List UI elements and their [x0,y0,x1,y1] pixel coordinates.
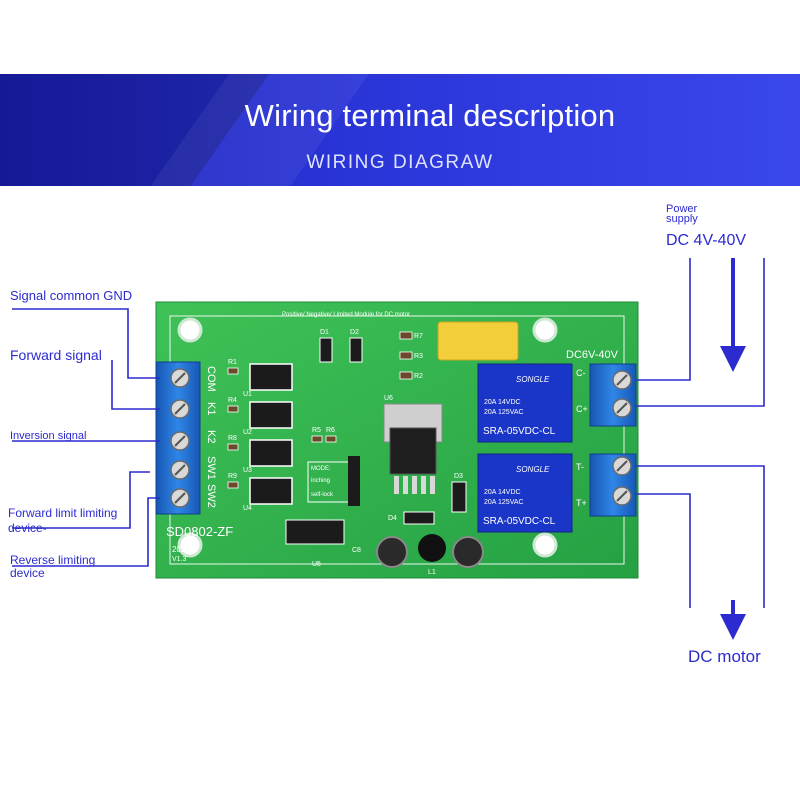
board-version: V1.3 [172,556,187,563]
mode-option-inching: inching [311,478,330,484]
label-d4: D4 [388,515,397,522]
label-l1: L1 [428,569,436,576]
arrow-down-icon [720,346,746,372]
label-power-2: supply [666,213,698,225]
label-power-1: Power [666,203,698,215]
terminal-label-c-plus: C+ [576,404,588,414]
relay-rating-1: 20A 14VDC [484,399,521,406]
page-subtitle: WIRING DIAGRAW [306,152,494,173]
relay-model: SRA-05VDC-CL [483,516,556,527]
left-terminal-block [155,361,201,515]
screw-slot [616,374,628,386]
label-r3: R3 [414,353,423,360]
relay-brand: SONGLE [516,465,550,474]
label-d1: D1 [320,329,329,336]
label-d2: D2 [350,329,359,336]
power-motor-wires [636,258,765,608]
mounting-hole [532,532,558,558]
screw-slot [174,403,186,415]
label-u2: U2 [243,429,252,436]
screw-slot [174,372,186,384]
relay-upper [477,363,573,443]
board-model: SD0802-ZF [166,524,233,539]
header-banner [0,74,800,186]
mode-label: MODE: [311,466,331,472]
screw-slot [174,464,186,476]
diode-d2 [349,337,363,363]
label-reverse-limit-2: device [10,566,45,580]
signal-wires [12,308,160,567]
label-u4: U4 [243,505,252,512]
label-r6: R6 [326,427,335,434]
board-top-text: Positive/ Negative/ Limited Module for D… [282,312,410,318]
terminal-label-com: COM [205,366,217,392]
label-r8: R8 [228,435,237,442]
mounting-hole [177,317,203,343]
relay-lower [477,453,573,533]
label-inversion-signal: Inversion signal [10,430,87,442]
relay-rating-2: 20A 125VAC [484,409,524,416]
arrows [720,258,746,640]
relay-rating-1: 20A 14VDC [484,489,521,496]
label-r1: R1 [228,359,237,366]
electrolytic-capacitor [376,536,408,568]
mode-option-self-lock: self-lock [311,492,334,498]
screw-slot [616,402,628,414]
voltage-regulator-u6 [383,403,443,494]
label-u1: U1 [243,391,252,398]
screw-slot [174,435,186,447]
label-signal-gnd: Signal common GND [10,288,133,303]
mounting-hole [532,317,558,343]
terminal-label-k1: K1 [205,402,217,415]
ic-u5 [285,519,345,545]
inductor-l1 [418,534,446,562]
label-r4: R4 [228,397,237,404]
label-r9: R9 [228,473,237,480]
terminal-label-t-plus: T+ [576,498,587,508]
board-date: 2020-2 [172,545,197,554]
screw-slot [174,492,186,504]
electrolytic-capacitor [452,536,484,568]
mounting-hole [177,532,203,558]
label-u3: U3 [243,467,252,474]
label-reverse-limit-1: Reverse limiting [10,553,96,567]
terminal-label-sw1: SW1 [205,456,217,480]
supply-label: DC6V-40V [566,349,619,361]
screw-slot [616,460,628,472]
label-u5: U5 [312,561,321,568]
label-forward-limit-1: Forward limit limiting [8,506,118,520]
film-capacitor [437,321,519,361]
label-voltage: DC 4V-40V [666,232,747,249]
terminal-label-t-minus: T- [576,462,584,472]
terminal-label-sw2: SW2 [205,484,217,508]
screw-slot [616,490,628,502]
label-r2: R2 [414,373,423,380]
label-forward-signal: Forward signal [10,347,102,363]
relay-model: SRA-05VDC-CL [483,426,556,437]
power-terminal-block [589,363,637,427]
terminal-label-c-minus: C- [576,368,586,378]
label-d3: D3 [454,473,463,480]
mode-jumper [307,456,360,506]
optocoupler-group [249,363,293,505]
diode-d3 [451,481,467,513]
terminal-label-k2: K2 [205,430,217,443]
relay-rating-2: 20A 125VAC [484,499,524,506]
page-title: Wiring terminal description [244,98,616,133]
diode-d1 [319,337,333,363]
arrow-down-icon [720,614,746,640]
label-u6: U6 [384,395,393,402]
label-r5: R5 [312,427,321,434]
relay-brand: SONGLE [516,375,550,384]
label-r7: R7 [414,333,423,340]
label-dc-motor: DC motor [688,647,761,666]
label-forward-limit-2: device- [8,521,47,535]
diode-d4 [403,511,435,525]
label-c8: C8 [352,547,361,554]
